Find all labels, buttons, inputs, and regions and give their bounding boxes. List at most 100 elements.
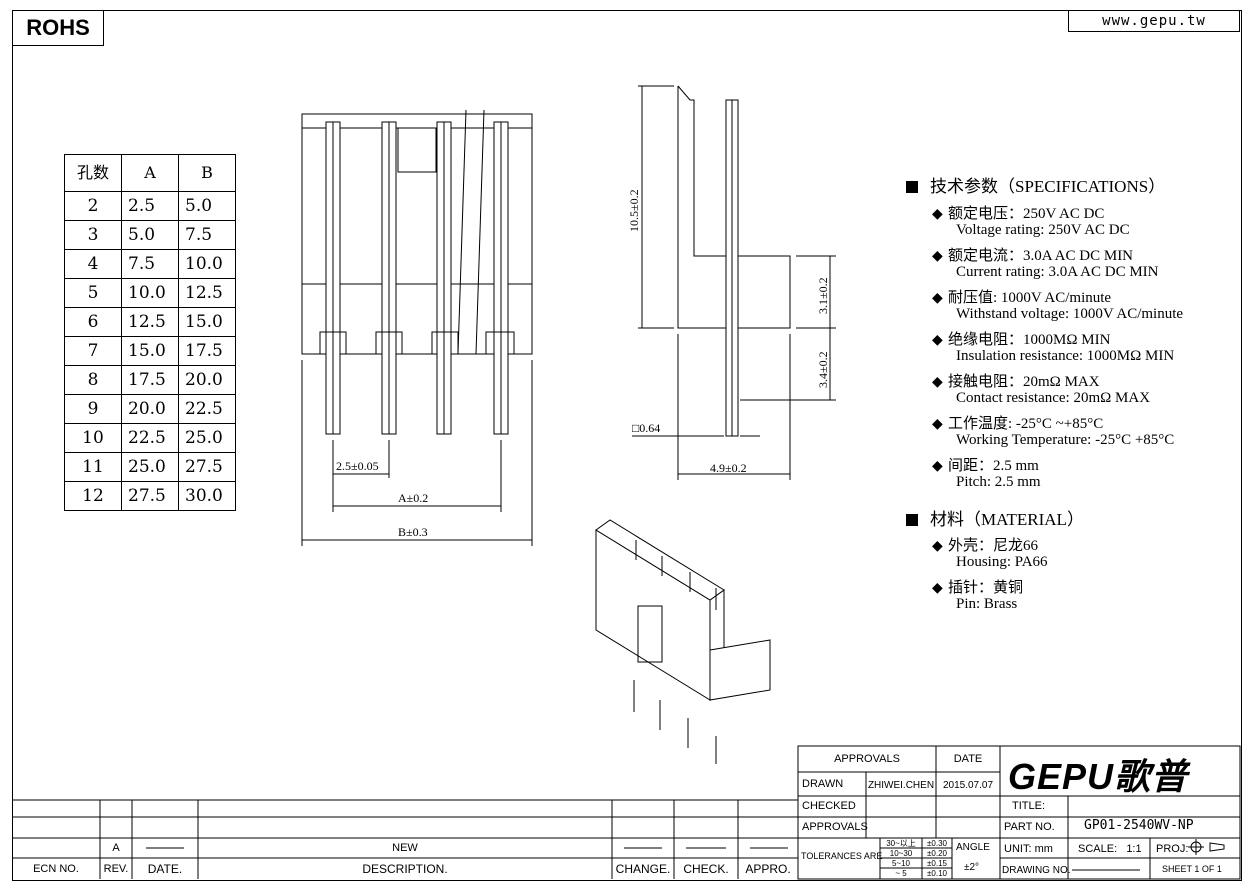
tb-approvals-2: APPROVALS — [802, 821, 868, 833]
tol-range: 30~以上 — [886, 838, 916, 848]
cell-b: 27.5 — [178, 452, 236, 482]
rev-date-label: DATE. — [147, 861, 183, 876]
dim-lower: 3.4±0.2 — [816, 351, 830, 388]
spec-heading-text: 技术参数（SPECIFICATIONS） — [930, 177, 1166, 196]
rev-appro-label: APPRO. — [745, 861, 791, 876]
diamond-bullet-icon: ◆ — [932, 249, 943, 264]
spec-text-en: Pitch: 2.5 mm — [956, 474, 1041, 490]
spec-text-en: Current rating: 3.0A AC DC MIN — [956, 264, 1159, 280]
tol-value: ±0.15 — [927, 858, 947, 868]
spec-text-cn: 外壳：尼龙66 — [948, 538, 1039, 554]
tol-value: ±0.30 — [927, 838, 947, 848]
pin-1 — [325, 121, 341, 435]
front-view — [301, 109, 533, 546]
dim-a: A±0.2 — [398, 491, 428, 505]
dim-pin: □0.64 — [632, 421, 660, 435]
tb-unit-value: mm — [1034, 843, 1053, 855]
cell-b: 7.5 — [178, 220, 236, 250]
rev-check-label: CHECK. — [683, 861, 729, 876]
cell-a: 7.5 — [121, 249, 179, 279]
tb-drawing-no: DRAWING NO. — [1002, 865, 1071, 876]
cell-b: 15.0 — [178, 307, 236, 337]
rohs-badge: ROHS — [12, 10, 104, 46]
tb-drawn-date: 2015.07.07 — [942, 779, 994, 791]
tb-checked: CHECKED — [802, 800, 856, 812]
pin-4 — [493, 121, 509, 435]
tb-proj: PROJ: — [1156, 843, 1189, 855]
table-header-row: 孔数 A B — [64, 154, 236, 192]
rev-value: A — [112, 842, 120, 854]
spec-heading: 技术参数（SPECIFICATIONS） — [906, 172, 1165, 197]
tb-tolerances: TOLERANCES ARE — [801, 851, 883, 861]
diamond-bullet-icon: ◆ — [932, 459, 943, 474]
rev-desc-label: DESCRIPTION. — [362, 861, 448, 876]
tb-angle: ANGLE — [956, 842, 990, 853]
dim-pitch: 2.5±0.05 — [336, 459, 379, 473]
pin-3 — [436, 121, 452, 435]
tb-sheet: SHEET 1 OF 1 — [1162, 864, 1222, 874]
header-hole-count: 孔数 — [64, 154, 122, 192]
diamond-bullet-icon: ◆ — [932, 417, 943, 432]
spec-text-en: Insulation resistance: 1000MΩ MIN — [956, 348, 1175, 364]
spec-text-en: Voltage rating: 250V AC DC — [956, 222, 1130, 238]
cell-b: 5.0 — [178, 191, 236, 221]
cell-b: 25.0 — [178, 423, 236, 453]
tb-approvals: APPROVALS — [834, 753, 900, 765]
tb-date: DATE — [953, 753, 983, 765]
spec-text-en: Working Temperature: -25°C +85°C — [956, 432, 1175, 448]
spec-text-en: Contact resistance: 20mΩ MAX — [956, 390, 1151, 406]
tb-scale: SCALE: 1:1 — [1078, 843, 1142, 855]
tol-value: ±0.10 — [927, 868, 947, 878]
cell-b: 10.0 — [178, 249, 236, 279]
spec-text-cn: 接触电阻：20mΩ MAX — [948, 374, 1100, 390]
cell-b: 30.0 — [178, 481, 236, 511]
spec-item-cn: ◆外壳：尼龙66 — [906, 534, 1038, 555]
tol-range: ~ 5 — [895, 868, 907, 878]
spec-text-cn: 额定电压：250V AC DC — [948, 206, 1105, 222]
tol-range: 10~30 — [889, 848, 913, 858]
spec-text-cn: 绝缘电阻：1000MΩ MIN — [948, 332, 1111, 348]
spec-item-cn: ◆ 工作温度: -25°C ~+85°C — [906, 412, 1103, 433]
material-heading: 材料（MATERIAL） — [906, 505, 1084, 530]
diamond-bullet-icon: ◆ — [932, 207, 943, 222]
cell-a: 2.5 — [121, 191, 179, 221]
spec-item-cn: ◆ 间距：2.5 mm — [906, 454, 1039, 475]
cell-hole-count: 9 — [64, 394, 122, 424]
cell-a: 27.5 — [121, 481, 179, 511]
cell-a: 22.5 — [121, 423, 179, 453]
gepu-logo: GEPU歌普 — [1008, 756, 1189, 797]
square-bullet-icon — [906, 181, 918, 193]
cell-hole-count: 12 — [64, 481, 122, 511]
sheet-border — [12, 10, 1242, 881]
spec-item-cn: ◆接触电阻：20mΩ MAX — [906, 370, 1100, 391]
spec-text-cn: 工作温度: -25°C ~+85°C — [948, 416, 1104, 432]
tb-unit-label: UNIT: — [1004, 843, 1032, 855]
spec-text-cn: 耐压值: 1000V AC/minute — [948, 290, 1112, 306]
tb-drawn: DRAWN — [802, 778, 844, 790]
tb-unit: UNIT: mm — [1004, 843, 1053, 855]
tb-angle-val: ±2° — [964, 862, 980, 873]
material-heading-text: 材料（MATERIAL） — [930, 510, 1084, 529]
dim-upper: 3.1±0.2 — [816, 277, 830, 314]
title-block-grid — [797, 745, 1241, 880]
rev-rev-label: REV. — [103, 862, 129, 875]
cell-hole-count: 6 — [64, 307, 122, 337]
spec-text-cn: 额定电流：3.0A AC DC MIN — [948, 248, 1134, 264]
tb-scale-label: SCALE: — [1078, 843, 1118, 855]
cell-hole-count: 11 — [64, 452, 122, 482]
spec-item-cn: ◆耐压值: 1000V AC/minute — [906, 286, 1111, 307]
pin-2 — [381, 121, 397, 435]
cell-b: 22.5 — [178, 394, 236, 424]
spec-text-cn: 间距：2.5 mm — [948, 458, 1039, 474]
dim-b: B±0.3 — [398, 525, 428, 539]
